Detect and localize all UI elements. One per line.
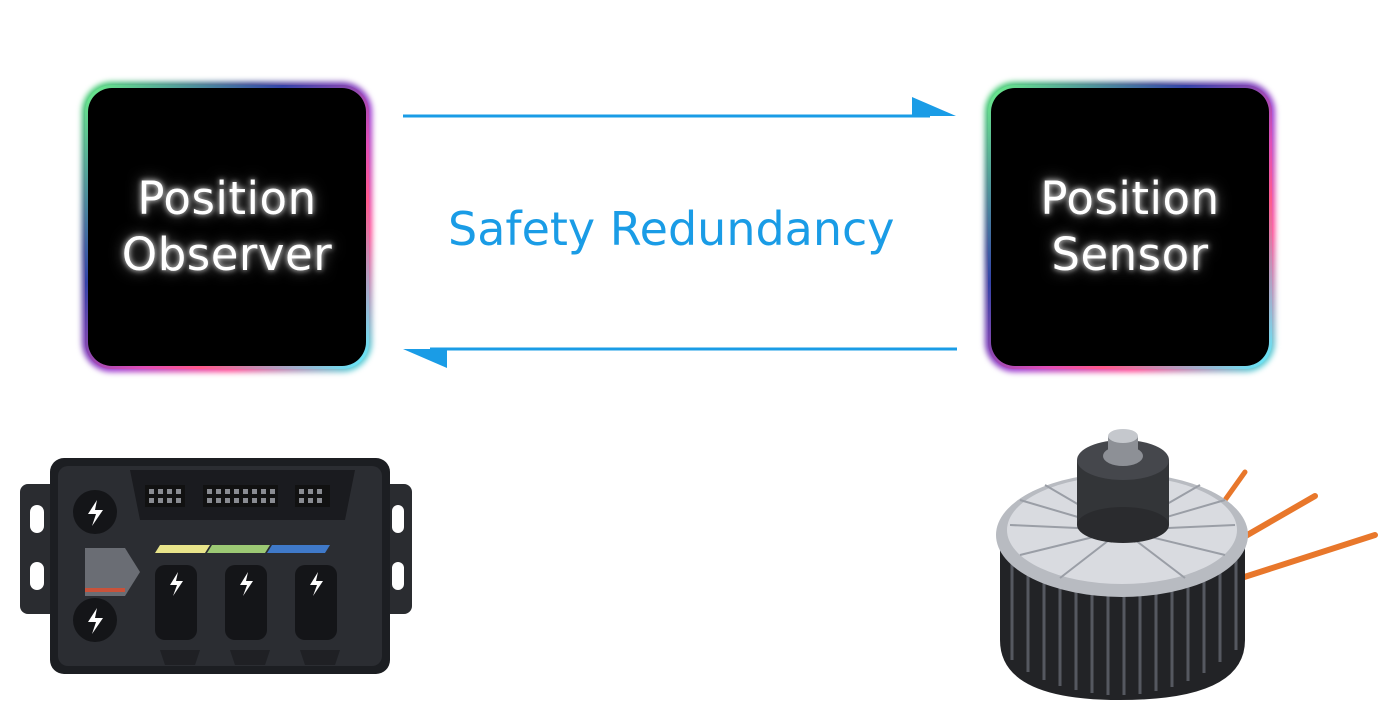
position-observer-node: Position Observer [88,88,366,366]
position-sensor-node: Position Sensor [991,88,1269,366]
position-sensor-line1: Position [1040,172,1220,225]
electric-motor-image [996,429,1378,700]
position-observer-line2: Observer [121,228,333,281]
safety-redundancy-label: Safety Redundancy [448,202,895,256]
position-sensor-line2: Sensor [1051,228,1209,281]
arrow-sensor-to-observer [403,347,957,368]
position-observer-line1: Position [137,172,317,225]
motor-controller-image [20,458,412,674]
arrow-observer-to-sensor [403,97,956,118]
